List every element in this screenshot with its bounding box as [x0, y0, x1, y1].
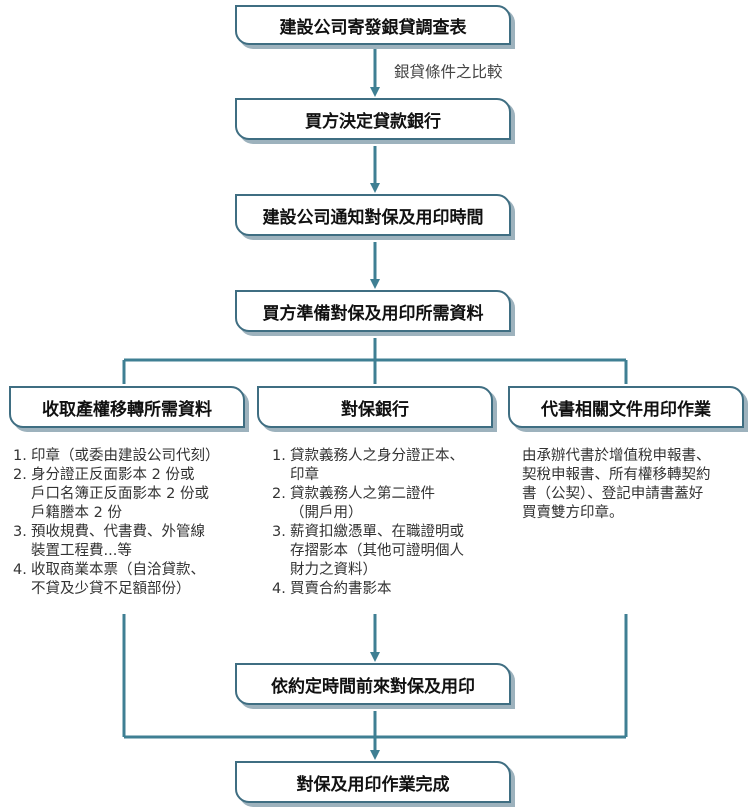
step1-box: 建設公司寄發銀貸調查表 [235, 5, 511, 45]
step2-box: 買方決定貸款銀行 [235, 98, 511, 140]
step5-box: 依約定時間前來對保及用印 [235, 663, 511, 705]
list-item: 1.貸款義務人之身分證正本、印章 [272, 448, 464, 483]
step4-box: 買方準備對保及用印所需資料 [235, 290, 511, 332]
right-description: 由承辦代書於增值稅申報書、 契稅申報書、所有權移轉契約 書（公契）、登記申請書蓋… [522, 448, 711, 521]
list-item: 3.薪資扣繳憑單、在職證明或存摺影本（其他可證明個人財力之資料） [272, 524, 464, 578]
left-requirements-list: 1.印章（或委由建設公司代刻） 2.身分證正反面影本 2 份或戶口名簿正反面影本… [13, 447, 253, 599]
list-item: 4.收取商業本票（自洽貸款、不貸及少貸不足額部份） [13, 562, 205, 597]
list-item: 3.預收規費、代書費、外管線裝置工程費...等 [13, 524, 205, 559]
step6-box: 對保及用印作業完成 [235, 761, 511, 803]
edge-label-loan-comparison: 銀貸條件之比較 [394, 63, 503, 81]
branch-right-box: 代書相關文件用印作業 [508, 386, 744, 428]
list-item: 1.印章（或委由建設公司代刻） [13, 448, 220, 464]
step3-box: 建設公司通知對保及用印時間 [235, 194, 511, 236]
list-item: 2.身分證正反面影本 2 份或戶口名簿正反面影本 2 份或戶籍謄本 2 份 [13, 467, 209, 521]
mid-requirements-list: 1.貸款義務人之身分證正本、印章 2.貸款義務人之第二證件（開戶用） 3.薪資扣… [272, 447, 502, 599]
list-item: 2.貸款義務人之第二證件（開戶用） [272, 486, 435, 521]
branch-mid-box: 對保銀行 [257, 386, 493, 428]
list-item: 4.買賣合約書影本 [272, 581, 392, 597]
branch-left-box: 收取產權移轉所需資料 [9, 386, 245, 428]
